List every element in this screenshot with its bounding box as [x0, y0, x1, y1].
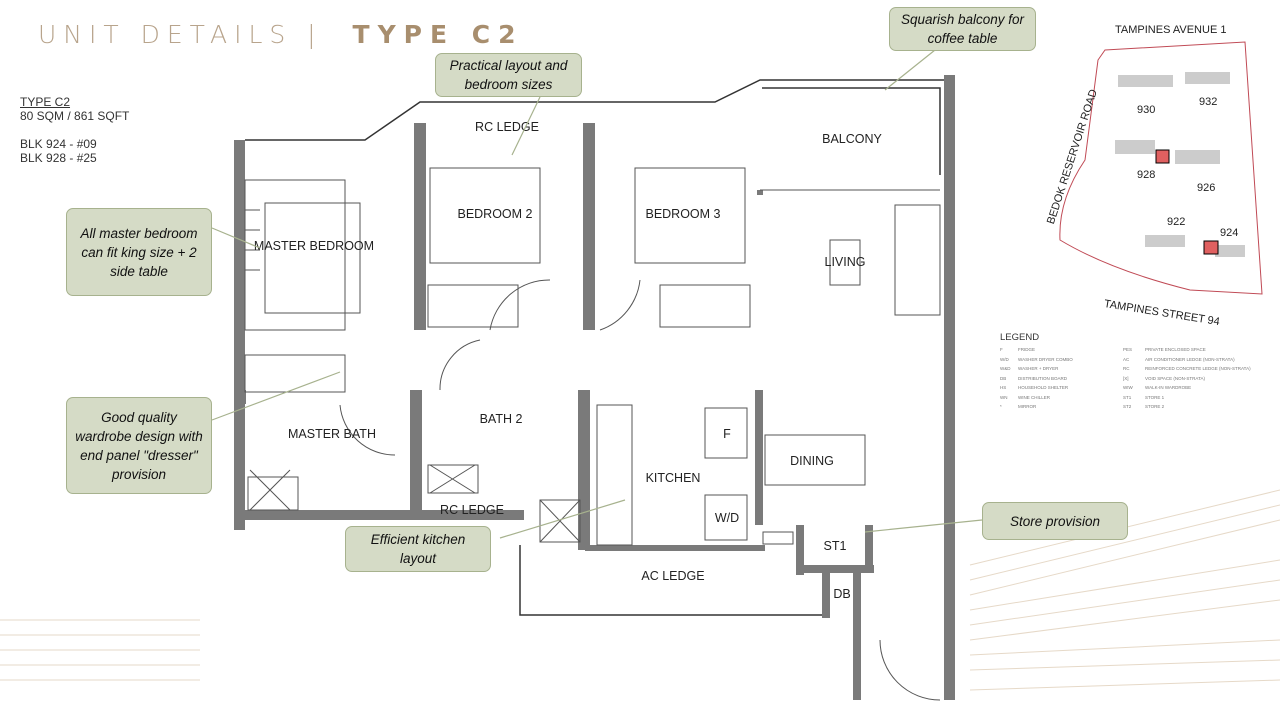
legend-entry: MIRROR — [1018, 404, 1037, 409]
legend-entry: WASHER + DRYER — [1018, 366, 1059, 371]
legend-entry: RC — [1123, 366, 1130, 371]
callout-wardrobe: Good quality wardrobe design with end pa… — [66, 397, 212, 494]
label-bedroom-3: BEDROOM 3 — [645, 207, 720, 221]
legend: LEGEND F FRIDGE PES PRIVATE ENCLOSED SPACE W… — [1000, 332, 1275, 412]
label-master-bath: MASTER BATH — [288, 427, 376, 441]
block-922: 922 — [1167, 216, 1186, 228]
site-plan — [1059, 41, 1263, 295]
block-932: 932 — [1199, 96, 1218, 108]
block-930: 930 — [1137, 104, 1156, 116]
road-north: TAMPINES AVENUE 1 — [1115, 24, 1227, 36]
legend-entry: WINE CHILLER — [1018, 394, 1051, 400]
decorative-lines — [0, 489, 1280, 691]
legend-entry: WN — [1000, 394, 1008, 400]
label-rc-ledge-top: RC LEDGE — [475, 120, 539, 134]
block-928: 928 — [1137, 169, 1156, 181]
page-title: UNIT DETAILS | TYPE C2 — [38, 20, 524, 49]
label-kitchen: KITCHEN — [646, 471, 701, 485]
label-master-bedroom: MASTER BEDROOM — [254, 239, 374, 253]
legend-entry: [X] — [1123, 375, 1129, 381]
legend-entry: FRIDGE — [1018, 347, 1036, 352]
legend-entry: ST1 — [1123, 394, 1132, 400]
unit-area: 80 SQM / 861 SQFT — [20, 109, 130, 123]
legend-entry: W&D — [1000, 366, 1011, 371]
legend-entry: AC — [1123, 356, 1130, 362]
block-924: 924 — [1220, 227, 1239, 239]
unit-number: BLK 928 - #25 — [20, 151, 97, 165]
legend-entry: WASHER DRYER COMBO — [1018, 356, 1073, 362]
callout-store: Store provision — [982, 502, 1128, 540]
legend-entry: PRIVATE ENCLOSED SPACE — [1145, 347, 1206, 352]
legend-entry: DB — [1000, 375, 1007, 381]
legend-entry: * — [1000, 404, 1002, 409]
label-washer-dryer: W/D — [715, 511, 739, 525]
label-fridge: F — [723, 427, 731, 441]
unit-number: BLK 924 - #09 — [20, 137, 97, 151]
legend-entry: AIR CONDITIONER LEDGE (NON-STRATA) — [1145, 356, 1235, 362]
legend-entry: STORE 2 — [1145, 404, 1165, 409]
legend-title: LEGEND — [1000, 332, 1040, 343]
label-db: DB — [833, 587, 850, 601]
block-926: 926 — [1197, 182, 1216, 194]
legend-entry: VOID SPACE (NON-STRATA) — [1145, 375, 1206, 381]
legend-entry: DISTRIBUTION BOARD — [1018, 375, 1068, 381]
legend-entry: WALK-IN WARDROBE — [1145, 385, 1192, 390]
walls — [234, 75, 955, 700]
legend-entry: STORE 1 — [1145, 394, 1165, 400]
legend-entry: HOUSEHOLD SHELTER — [1018, 385, 1069, 390]
label-rc-ledge-bottom: RC LEDGE — [440, 503, 504, 517]
unit-type: TYPE C2 — [20, 95, 71, 109]
label-bath-2: BATH 2 — [480, 412, 523, 426]
label-dining: DINING — [790, 454, 834, 468]
callout-kitchen: Efficient kitchen layout — [345, 526, 491, 572]
label-ac-ledge: AC LEDGE — [641, 569, 704, 583]
legend-entry: F — [1000, 347, 1003, 352]
legend-entry: ST2 — [1123, 404, 1132, 409]
unit-info: TYPE C2 80 SQM / 861 SQFT BLK 924 - #09 … — [20, 95, 129, 165]
label-bedroom-2: BEDROOM 2 — [457, 207, 532, 221]
legend-entry: W/D — [1000, 356, 1009, 362]
callout-layout: Practical layout and bedroom sizes — [435, 53, 582, 97]
label-st1: ST1 — [824, 539, 847, 553]
legend-entry: PES — [1123, 347, 1133, 352]
label-living: LIVING — [825, 255, 866, 269]
legend-entry: HS — [1000, 385, 1007, 390]
legend-entry: REINFORCED CONCRETE LEDGE (NON-STRATA) — [1145, 366, 1251, 371]
callout-balcony: Squarish balcony for coffee table — [889, 7, 1036, 51]
label-balcony: BALCONY — [822, 132, 882, 146]
callout-master-bedroom: All master bedroom can fit king size + 2… — [66, 208, 212, 296]
legend-entry: WIW — [1123, 385, 1133, 390]
